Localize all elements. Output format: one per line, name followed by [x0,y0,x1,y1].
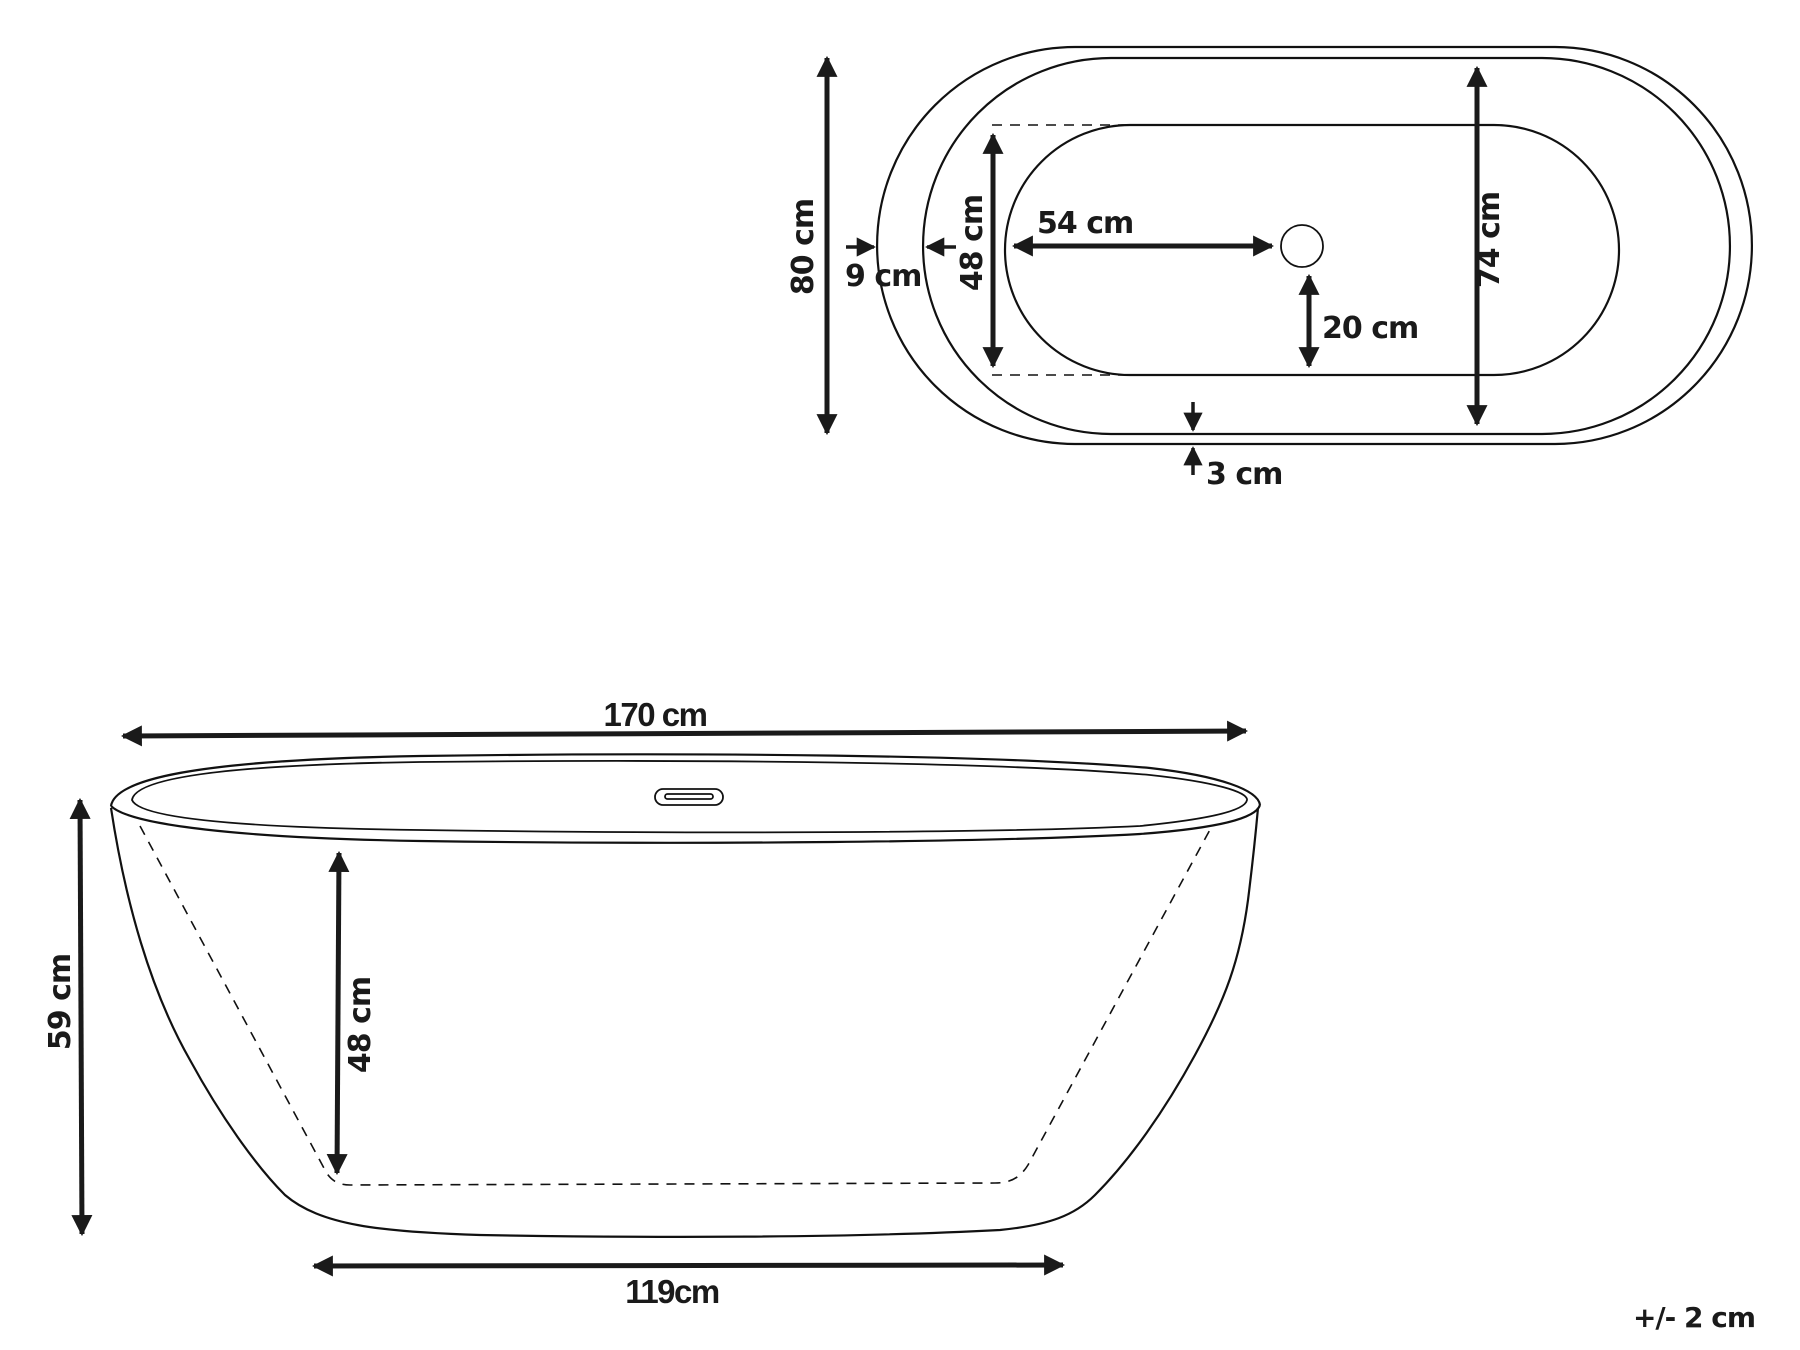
inner-depth-label: 48 cm [343,977,378,1073]
wall-thickness-label: 3 cm [1206,457,1282,492]
overall-length-dimension-arrow [120,720,1249,747]
rim-inner-outline [131,760,1248,834]
basin-depth-dashed-outline [139,825,1213,1186]
base-length-label: 119cm [625,1273,719,1310]
rim-width-label: 9 cm [845,259,921,294]
overflow-icon [654,788,724,806]
inner-rim-outline [921,56,1732,436]
basin-outline [1003,123,1621,377]
overall-height-dimension-arrow [69,797,93,1237]
side-view: 170 cm 59 cm 48 cm 119cm [43,696,1262,1310]
overall-length-label: 170 cm [604,696,707,733]
tub-body-outline [109,807,1260,1238]
drain-icon [1280,224,1324,268]
tolerance-label: +/- 2 cm [1633,1301,1755,1334]
drain-offset-side-label: 20 cm [1322,311,1418,346]
inner-width-label: 74 cm [1472,192,1507,288]
rim-top-outline [109,753,1262,807]
rim-front-outline [110,804,1262,844]
outer-rim-outline [875,45,1754,446]
inner-depth-dimension-arrow [326,850,350,1176]
basin-width-label: 48 cm [955,195,990,291]
base-length-dimension-arrow [311,1254,1066,1277]
overall-width-label: 80 cm [786,199,821,295]
overflow-slot [664,793,714,800]
overall-height-label: 59 cm [43,954,78,1050]
drain-offset-length-label: 54 cm [1037,206,1133,241]
top-view: 80 cm 9 cm 48 cm 54 cm 20 cm 74 cm 3 cm [786,45,1754,492]
